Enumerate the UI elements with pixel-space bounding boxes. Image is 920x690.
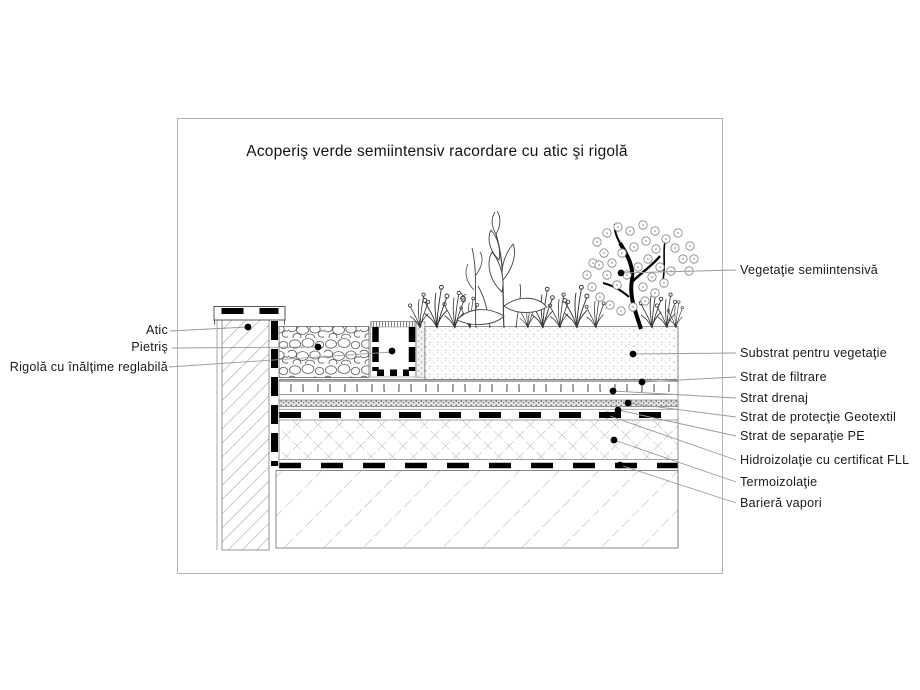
label-strat-separatie: Strat de separaţie PE bbox=[740, 429, 865, 443]
parapet-wall-hatch bbox=[221, 319, 270, 551]
label-substrat: Substrat pentru vegetaţie bbox=[740, 346, 887, 360]
gutter-grate bbox=[371, 321, 415, 328]
leafy-plant bbox=[456, 210, 548, 329]
structural-slab bbox=[275, 470, 679, 549]
label-strat-protectie: Strat de protecţie Geotextil bbox=[740, 410, 897, 424]
label-strat-filtrare: Strat de filtrare bbox=[740, 370, 827, 384]
label-rigola: Rigolă cu înălţime reglabilă bbox=[9, 360, 168, 374]
label-vegetatie: Vegetaţie semiintensivă bbox=[740, 263, 879, 277]
parapet-atic bbox=[213, 306, 286, 551]
label-hidroizolatie: Hidroizolaţie cu certificat FLL bbox=[740, 453, 910, 467]
gravel-layer bbox=[278, 326, 370, 378]
label-strat-drenaj: Strat drenaj bbox=[740, 391, 809, 405]
label-bariera-vapori: Barieră vapori bbox=[740, 496, 822, 510]
shrub-blossoms bbox=[582, 220, 699, 316]
drawing-title: Acoperiş verde semiintensiv racordare cu… bbox=[246, 143, 628, 160]
label-pietris: Pietriş bbox=[131, 340, 168, 354]
geotextile-protection-layer bbox=[278, 399, 679, 407]
label-termoizolatie: Termoizolaţie bbox=[740, 475, 818, 489]
drainage-layer bbox=[279, 381, 678, 392]
vegetation bbox=[408, 210, 699, 330]
leader-dots bbox=[244, 269, 646, 469]
label-atic: Atic bbox=[146, 323, 168, 337]
edge-strip bbox=[416, 321, 426, 378]
leader-lines bbox=[168, 269, 737, 504]
